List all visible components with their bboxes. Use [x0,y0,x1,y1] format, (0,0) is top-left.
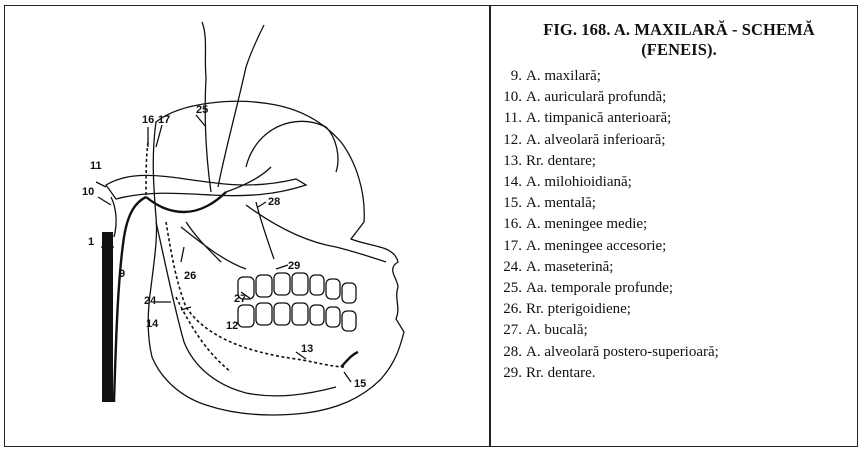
mental-branch [341,352,358,367]
label-24: 24 [144,295,157,307]
buccal-artery [181,222,246,269]
legend-item-number: 15. [498,193,522,214]
legend-item: 11.A. timpanică anterioară; [498,108,860,129]
legend-item-number: 9. [498,66,522,87]
legend-item-number: 24. [498,257,522,278]
label-29: 29 [288,260,300,272]
legend-item: 15.A. mentală; [498,193,860,214]
legend-item-text: A. meningee accesorie; [526,238,666,254]
legend-list: 9.A. maxilară;10.A. auriculară profundă;… [498,66,860,384]
legend-item-text: A. alveolară inferioară; [526,132,666,148]
label-27: 27 [234,293,246,305]
legend-item: 9.A. maxilară; [498,66,860,87]
legend-item-text: A. maxilară; [526,68,601,84]
legend-item-number: 26. [498,299,522,320]
label-11: 11 [90,160,102,172]
label-25: 25 [196,104,208,116]
posterior-superior-alveolar [226,167,274,259]
legend-item: 29.Rr. dentare. [498,363,860,384]
label-17: 17 [158,114,170,126]
figure-legend: FIG. 168. A. MAXILARĂ - SCHEMĂ (FENEIS).… [498,20,860,384]
upper-teeth [238,273,356,303]
legend-item-text: Rr. dentare. [526,365,596,381]
lower-teeth [238,303,356,331]
temporal-branches [202,22,264,192]
legend-item: 16.A. meningee medie; [498,214,860,235]
legend-item: 28.A. alveolară postero-superioară; [498,342,860,363]
label-14: 14 [146,318,159,330]
legend-item: 26.Rr. pterigoidiene; [498,299,860,320]
legend-item-number: 25. [498,278,522,299]
legend-item-text: A. maseterină; [526,259,613,275]
anatomy-figure: 11 10 1 9 16 17 25 28 29 27 26 24 14 12 … [6,7,487,445]
legend-item-text: Aa. temporale profunde; [526,280,673,296]
legend-item: 10.A. auriculară profundă; [498,87,860,108]
legend-item-number: 29. [498,363,522,384]
label-9: 9 [119,268,125,280]
legend-item: 13.Rr. dentare; [498,151,860,172]
legend-item-number: 27. [498,320,522,341]
ear-canal [111,197,116,237]
legend-item-number: 10. [498,87,522,108]
legend-item-text: A. alveolară postero-superioară; [526,344,719,360]
label-28: 28 [268,196,280,208]
label-16: 16 [142,114,154,126]
legend-item-text: A. mentală; [526,195,596,211]
legend-item: 27.A. bucală; [498,320,860,341]
legend-title-line1: FIG. 168. A. MAXILARĂ - SCHEMĂ [498,20,860,40]
external-carotid-artery [114,197,146,402]
legend-title-line2: (FENEIS). [498,40,860,60]
frame-divider [489,5,491,447]
legend-item-text: A. milohioidiană; [526,174,632,190]
legend-item: 25.Aa. temporale profunde; [498,278,860,299]
legend-item-number: 28. [498,342,522,363]
leader-lines [96,115,351,382]
legend-item-text: Rr. pterigoidiene; [526,301,631,317]
legend-item-number: 17. [498,236,522,257]
legend-item-text: A. auriculară profundă; [526,89,666,105]
legend-item-number: 13. [498,151,522,172]
legend-item: 14.A. milohioidiană; [498,172,860,193]
legend-item-number: 14. [498,172,522,193]
legend-item-text: Rr. dentare; [526,153,596,169]
legend-item: 12.A. alveolară inferioară; [498,130,860,151]
legend-item-text: A. bucală; [526,322,588,338]
label-13: 13 [301,343,313,355]
legend-item-text: A. meningee medie; [526,216,647,232]
skull-drawing: 11 10 1 9 16 17 25 28 29 27 26 24 14 12 … [6,7,487,445]
middle-meningeal-dashed [146,142,148,195]
maxilla-outline [246,205,386,262]
legend-item: 24.A. maseterină; [498,257,860,278]
label-10: 10 [82,186,94,198]
legend-item-number: 12. [498,130,522,151]
label-26: 26 [184,270,196,282]
legend-item-number: 16. [498,214,522,235]
label-12: 12 [226,320,238,332]
mylohyoid-dashed [176,297,231,372]
legend-item-text: A. timpanică anterioară; [526,110,671,126]
label-15: 15 [354,378,366,390]
orbit-outline [246,121,338,172]
legend-item-number: 11. [498,108,522,129]
skull-outline [148,101,404,415]
label-1: 1 [88,236,94,248]
cervical-spine [102,232,113,402]
legend-item: 17.A. meningee accesorie; [498,236,860,257]
